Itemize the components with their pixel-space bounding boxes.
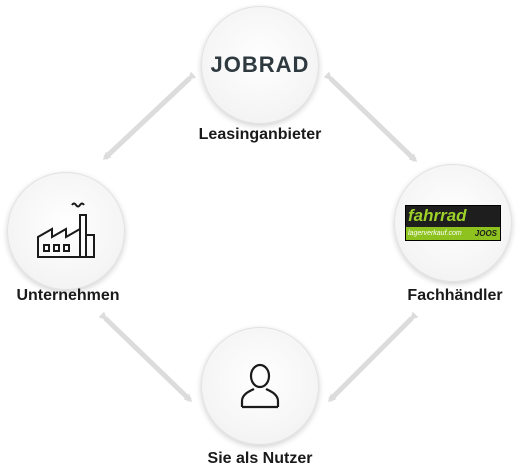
- label-leasinganbieter: Leasinganbieter: [198, 126, 322, 143]
- node-unternehmen: [7, 172, 125, 290]
- arrow-top-left: [102, 71, 197, 161]
- fahrrad-logo-main: fahrrad: [408, 206, 467, 225]
- label-nutzer: Sie als Nutzer: [207, 450, 313, 467]
- fahrrad-logo-brand: JOOS: [474, 229, 497, 238]
- node-fachhaendler: fahrrad lagerverkauf.com JOOS: [394, 164, 512, 282]
- label-unternehmen: Unternehmen: [16, 287, 120, 304]
- jobrad-logo: JOBRAD: [210, 52, 310, 77]
- fahrrad-logo-sub: lagerverkauf.com: [408, 230, 462, 237]
- factory-icon: [37, 202, 95, 258]
- node-leasinganbieter: JOBRAD: [201, 6, 319, 124]
- fahrrad-logo: fahrrad lagerverkauf.com JOOS: [405, 205, 501, 241]
- label-fachhaendler: Fachhändler: [407, 287, 503, 304]
- fahrrad-logo-bar: lagerverkauf.com JOOS: [406, 227, 500, 240]
- node-nutzer: [201, 327, 319, 445]
- arrow-right-bottom: [327, 311, 419, 403]
- arrow-top-right: [323, 71, 418, 163]
- arrow-left-bottom: [98, 311, 193, 403]
- user-icon: [240, 363, 280, 409]
